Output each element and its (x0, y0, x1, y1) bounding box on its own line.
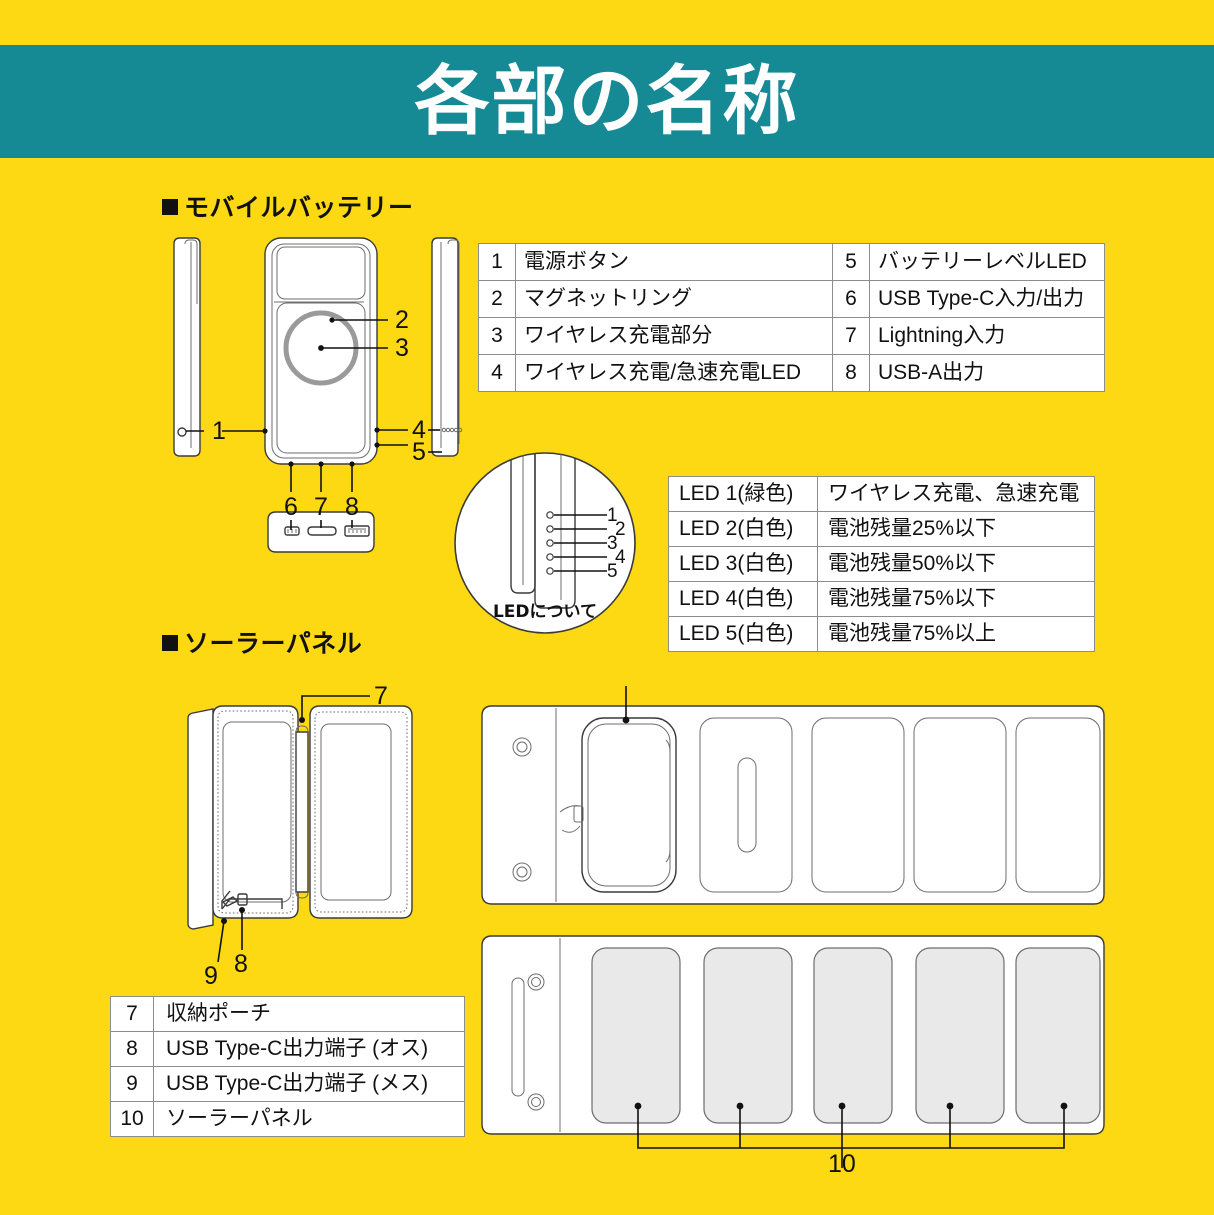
table-row: LED 1(緑色) ワイヤレス充電、急速充電 (668, 476, 1095, 512)
led-description: 電池残量25%以下 (817, 511, 1095, 547)
part-number: 4 (478, 354, 516, 392)
bullet-square-icon (162, 635, 178, 651)
solar-cell (1015, 947, 1101, 1124)
led-detail-callout-2: 2 (615, 519, 626, 540)
table-row: LED 3(白色) 電池残量50%以下 (668, 546, 1095, 582)
callout-pouch-7: 7 (374, 682, 388, 710)
solar-cell (813, 947, 893, 1124)
solar-cell (915, 947, 1005, 1124)
led-table: LED 1(緑色) ワイヤレス充電、急速充電 LED 2(白色) 電池残量25%… (668, 476, 1095, 652)
table-row: 1 電源ボタン 5 バッテリーレベルLED (478, 243, 1105, 281)
led-description: 電池残量75%以上 (817, 616, 1095, 652)
battery-callout-leaders: 2 3 1 4 5 6 7 8 (186, 306, 442, 530)
callout-3: 3 (395, 334, 409, 362)
solar-panel-front-diagram: 10 (481, 935, 1105, 1178)
part-label: マグネットリング (515, 280, 833, 318)
callout-5: 5 (412, 438, 426, 466)
part-label: 電源ボタン (515, 243, 833, 281)
page-title: 各部の名称 (414, 57, 800, 145)
section-heading-battery-label: モバイルバッテリー (184, 194, 414, 222)
part-label: ワイヤレス充電/急速充電LED (515, 354, 833, 392)
callout-1: 1 (212, 417, 226, 445)
part-label: USB Type-C出力端子 (メス) (153, 1066, 465, 1102)
callout-8: 8 (345, 493, 359, 521)
part-number: 1 (478, 243, 516, 281)
led-description: 電池残量50%以下 (817, 546, 1095, 582)
battery-side-left-view (173, 237, 201, 457)
part-label: USB Type-C出力端子 (オス) (153, 1031, 465, 1067)
callout-panel-10: 10 (828, 1150, 856, 1178)
table-row: 4 ワイヤレス充電/急速充電LED 8 USB-A出力 (478, 354, 1105, 392)
led-detail-callout-1: 1 (607, 505, 618, 526)
callout-6: 6 (284, 493, 298, 521)
solar-panel-back-diagram (481, 686, 1105, 905)
part-number: 5 (832, 243, 870, 281)
led-detail-callout: 1 2 3 4 5 LEDについて (454, 452, 636, 634)
part-label: Lightning入力 (869, 317, 1105, 355)
part-number: 3 (478, 317, 516, 355)
led-name: LED 2(白色) (668, 511, 818, 547)
table-row: LED 2(白色) 電池残量25%以下 (668, 511, 1095, 547)
solar-parts-table: 7 収納ポーチ 8 USB Type-C出力端子 (オス) 9 USB Type… (110, 996, 465, 1137)
battery-bottom-edge-view (267, 511, 375, 553)
callout-female-9: 9 (204, 962, 218, 990)
led-detail-callout-5: 5 (607, 561, 618, 582)
battery-side-right-view (431, 237, 463, 457)
pouch-open-diagram: 7 8 9 (187, 682, 413, 990)
led-detail-caption: LEDについて (493, 602, 597, 622)
part-label: ワイヤレス充電部分 (515, 317, 833, 355)
led-name: LED 3(白色) (668, 546, 818, 582)
part-number: 8 (832, 354, 870, 392)
led-description: 電池残量75%以下 (817, 581, 1095, 617)
part-number: 6 (832, 280, 870, 318)
part-number: 10 (110, 1101, 154, 1137)
bullet-square-icon (162, 199, 178, 215)
callout-male-8: 8 (234, 950, 248, 978)
part-number: 7 (832, 317, 870, 355)
table-row: 10 ソーラーパネル (110, 1101, 465, 1137)
led-name: LED 4(白色) (668, 581, 818, 617)
section-heading-solar: ソーラーパネル (162, 624, 362, 660)
callout-7: 7 (314, 493, 328, 521)
led-detail-zoom-content (510, 453, 607, 609)
section-heading-solar-label: ソーラーパネル (184, 630, 363, 658)
led-name: LED 5(白色) (668, 616, 818, 652)
pouch-callout-leaders: 7 8 9 (204, 682, 388, 990)
part-label: USB Type-C入力/出力 (869, 280, 1105, 318)
table-row: LED 4(白色) 電池残量75%以下 (668, 581, 1095, 617)
table-row: LED 5(白色) 電池残量75%以上 (668, 616, 1095, 652)
table-row: 7 収納ポーチ (110, 996, 465, 1032)
part-number: 8 (110, 1031, 154, 1067)
battery-back-view (264, 237, 378, 465)
part-label: ソーラーパネル (153, 1101, 465, 1137)
table-row: 9 USB Type-C出力端子 (メス) (110, 1066, 465, 1102)
part-number: 2 (478, 280, 516, 318)
battery-diagram: 2 3 1 4 5 6 7 8 (173, 237, 463, 553)
page-banner: 各部の名称 (0, 45, 1214, 158)
parts-table: 1 電源ボタン 5 バッテリーレベルLED 2 マグネットリング 6 USB T… (478, 243, 1105, 392)
part-label: USB-A出力 (869, 354, 1105, 392)
part-number: 9 (110, 1066, 154, 1102)
callout-4: 4 (412, 416, 426, 444)
led-name: LED 1(緑色) (668, 476, 818, 512)
led-description: ワイヤレス充電、急速充電 (817, 476, 1095, 512)
part-label: 収納ポーチ (153, 996, 465, 1032)
solar-cell (591, 947, 681, 1124)
table-row: 8 USB Type-C出力端子 (オス) (110, 1031, 465, 1067)
section-heading-battery: モバイルバッテリー (162, 188, 414, 224)
solar-panel-callout-leaders: 10 (634, 1102, 1068, 1178)
callout-2: 2 (395, 306, 409, 334)
led-detail-callout-4: 4 (615, 547, 626, 568)
part-number: 7 (110, 996, 154, 1032)
solar-cell (703, 947, 793, 1124)
table-row: 2 マグネットリング 6 USB Type-C入力/出力 (478, 280, 1105, 318)
part-label: バッテリーレベルLED (869, 243, 1105, 281)
led-detail-callout-3: 3 (607, 533, 618, 554)
table-row: 3 ワイヤレス充電部分 7 Lightning入力 (478, 317, 1105, 355)
